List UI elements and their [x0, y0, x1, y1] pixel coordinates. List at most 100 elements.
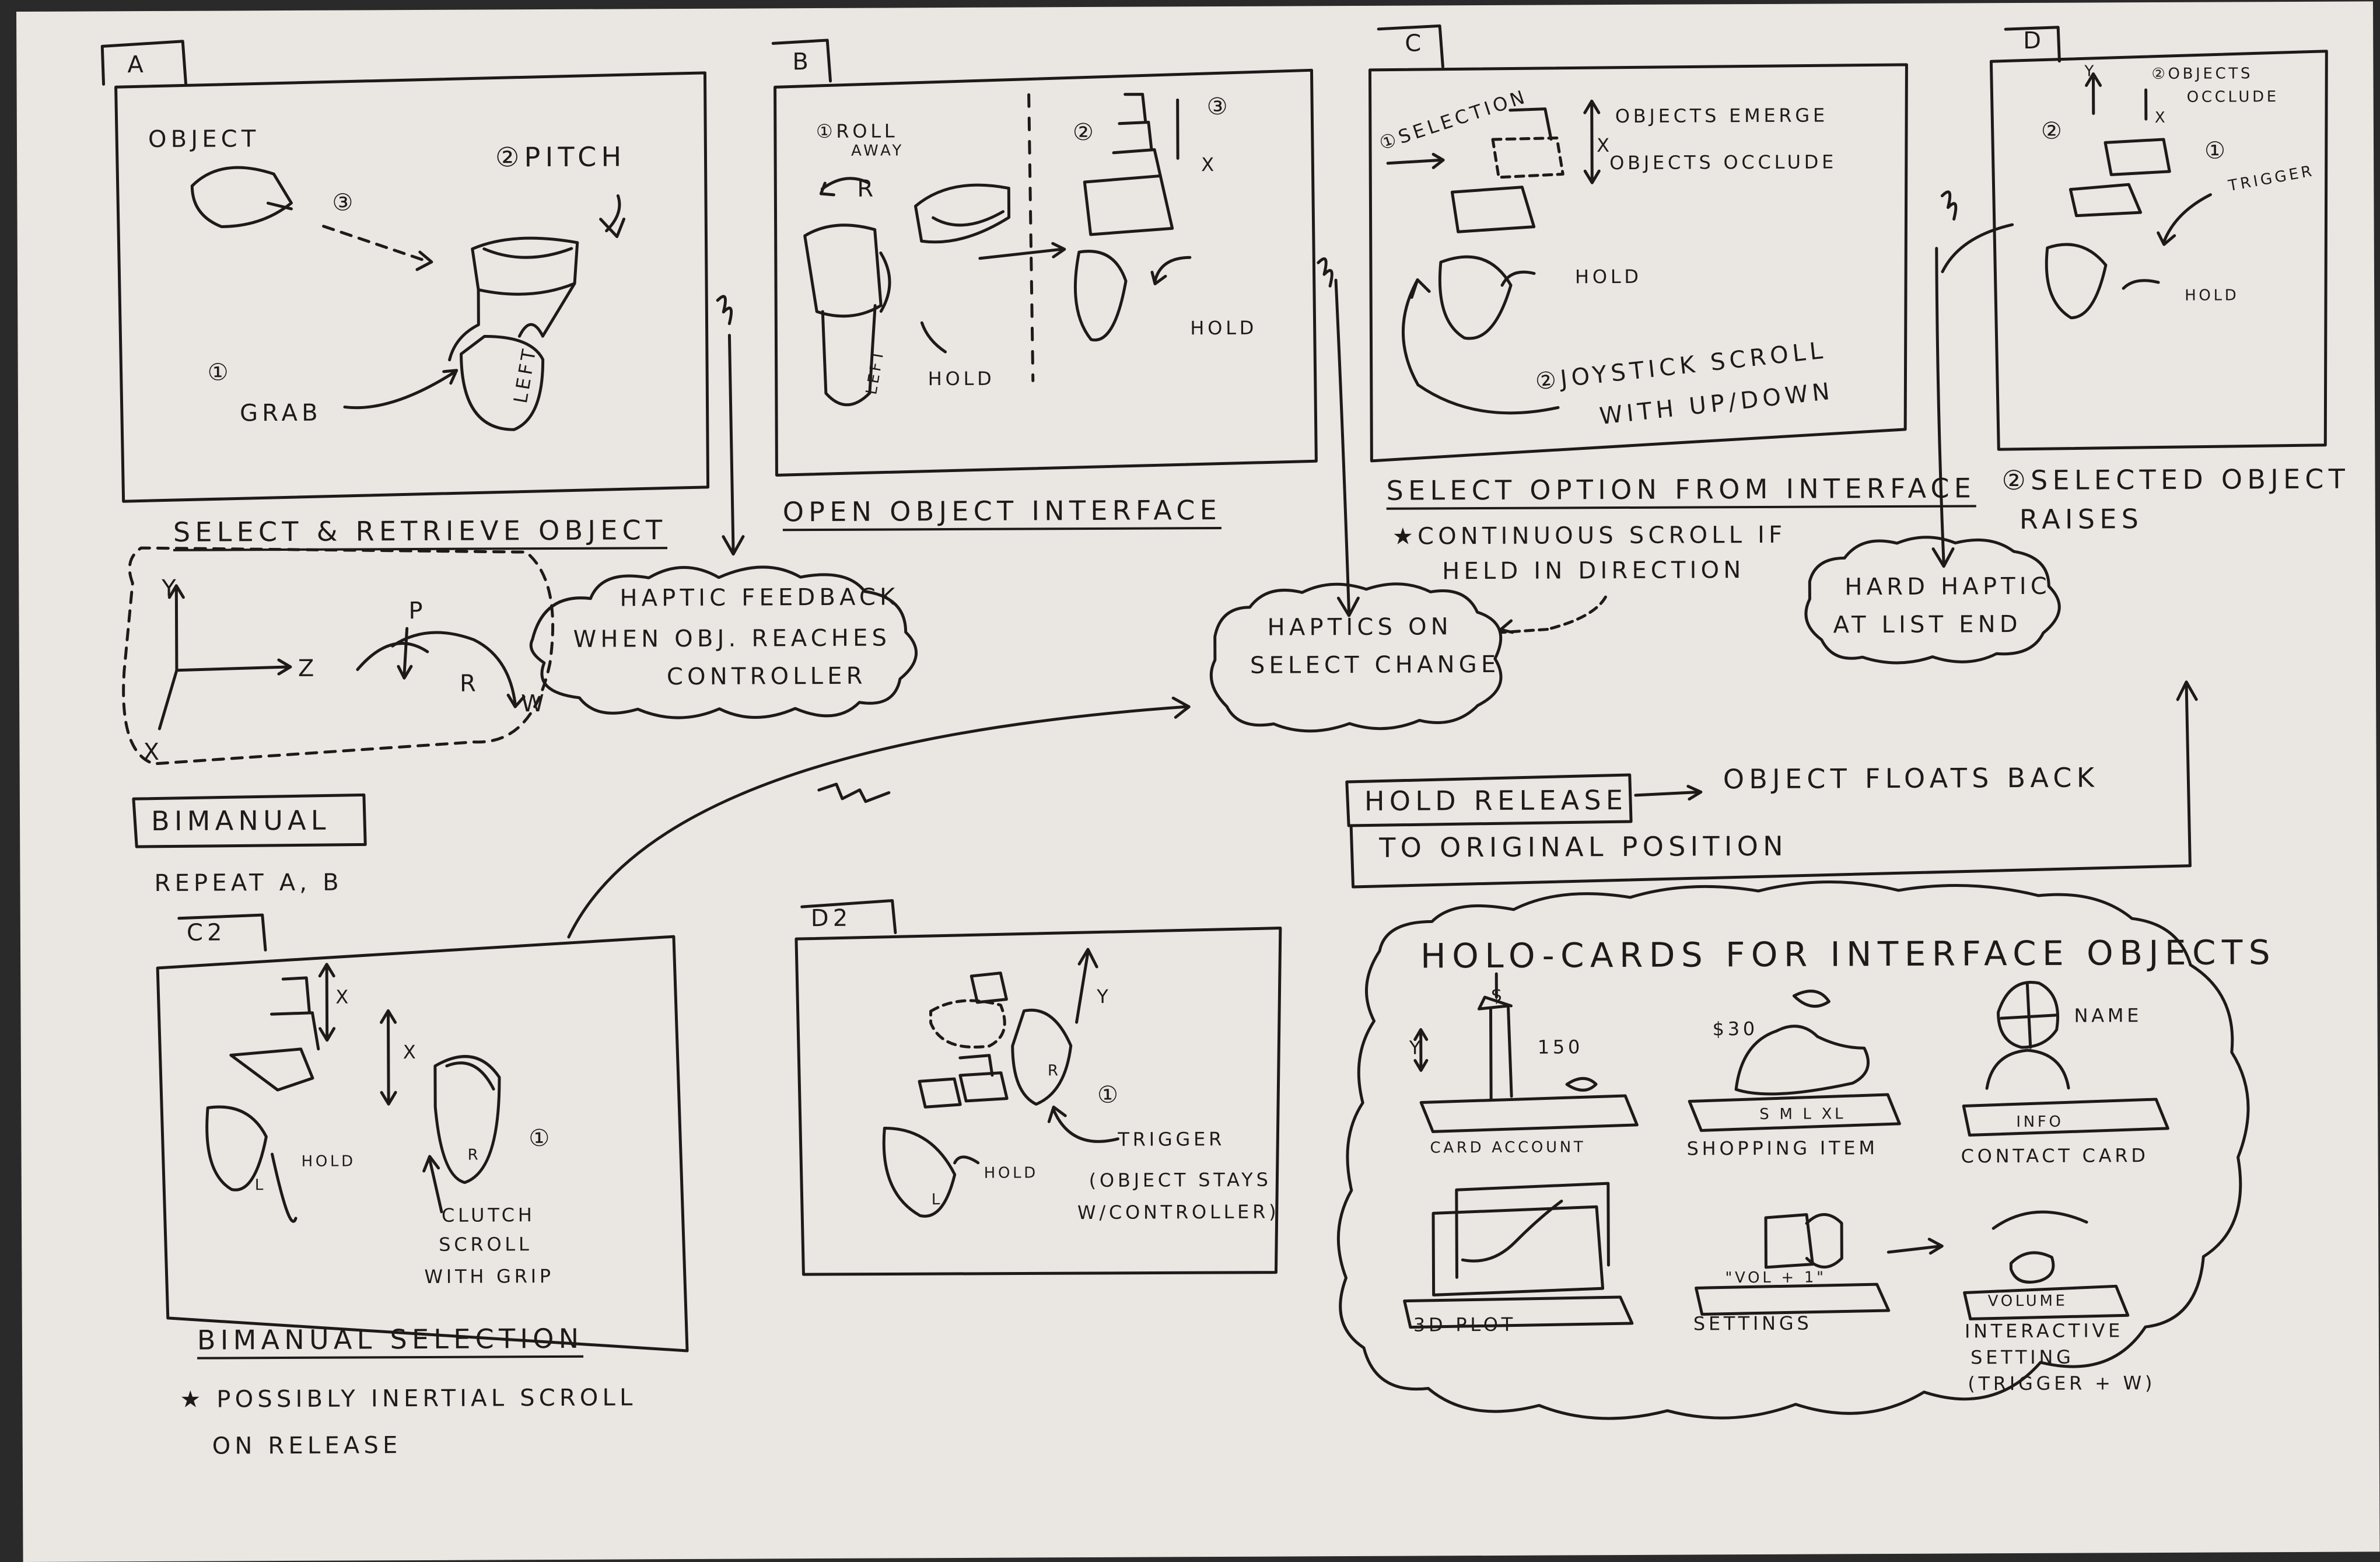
- card-contact-label: CONTACT CARD: [1961, 1144, 2149, 1168]
- card-account-label: CARD ACCOUNT: [1430, 1138, 1586, 1157]
- card-contact-note: NAME: [2074, 1004, 2143, 1027]
- hold-release-line1: OBJECT FLOATS BACK: [1723, 761, 2099, 795]
- label-d2-trigger: TRIGGER: [1118, 1127, 1226, 1151]
- label-hold-d: HOLD: [2185, 286, 2239, 305]
- card-settings-label: SETTINGS: [1693, 1312, 1812, 1335]
- label-c2-clutch1: CLUTCH: [441, 1204, 536, 1226]
- card-shopping-label: SHOPPING ITEM: [1686, 1137, 1878, 1160]
- panel-c2-drawings: [205, 963, 501, 1223]
- label-step2-d: ②: [2041, 117, 2067, 145]
- label-grab: GRAB: [239, 399, 322, 427]
- axes-legend: [122, 546, 555, 766]
- panel-c-footnote-1: ★CONTINUOUS SCROLL IF: [1392, 521, 1787, 550]
- label-c2-step1: ①: [528, 1124, 554, 1152]
- cloud-select-1: HAPTICS ON: [1267, 613, 1452, 641]
- cloud-haptic-1: HAPTIC FEEDBACK: [620, 583, 900, 612]
- label-hold-b1: HOLD: [928, 367, 995, 390]
- clouds: [529, 536, 2061, 733]
- panel-c2-footnote-2: ON RELEASE: [212, 1432, 402, 1460]
- label-d2-stays2: W/CONTROLLER): [1077, 1200, 1280, 1224]
- label-hold-c: HOLD: [1574, 265, 1642, 288]
- label-y-d: Y: [2084, 62, 2097, 81]
- label-roll: ①ROLL: [816, 120, 898, 143]
- label-c2-x2: X: [402, 1041, 419, 1064]
- panel-d-caption-2: RAISES: [2019, 503, 2144, 536]
- label-x-b: X: [1201, 153, 1217, 176]
- panel-c-caption: SELECT OPTION FROM INTERFACE: [1386, 472, 1976, 510]
- panel-d-frame: [1989, 26, 2328, 451]
- label-pitch: ②PITCH: [495, 141, 626, 173]
- panel-d2-drawings: [882, 948, 1119, 1218]
- label-step2-b: ②: [1072, 118, 1098, 146]
- bimanual-title: BIMANUAL: [150, 804, 331, 837]
- panel-d-tag: D: [2023, 27, 2046, 54]
- panel-c-frame: [1368, 24, 1908, 463]
- cloud-hard-1: HARD HAPTIC: [1845, 572, 2052, 601]
- label-c2-x1: X: [335, 986, 352, 1008]
- label-d2-hold: HOLD: [984, 1164, 1039, 1182]
- hold-release-frame: [1345, 680, 2198, 889]
- card-plot-label: 3D PLOT: [1413, 1313, 1517, 1336]
- label-occlude-d1: ②OBJECTS: [2151, 65, 2253, 83]
- panel-d2-tag: D2: [810, 904, 852, 932]
- sketch-paper: A OBJECT ②PITCH ③ ① GRAB LEFT SELECT & R…: [16, 1, 2380, 1562]
- hold-release-box: HOLD RELEASE: [1364, 784, 1628, 817]
- panel-c2-footnote-1: ★ POSSIBLY INERTIAL SCROLL: [180, 1384, 637, 1413]
- card-interactive-2: SETTING: [1971, 1346, 2074, 1369]
- panel-a-tag: A: [127, 51, 148, 79]
- label-d2-l: L: [931, 1191, 943, 1209]
- card-contact-info: INFO: [2016, 1113, 2064, 1131]
- label-x-d: X: [2154, 109, 2168, 127]
- panel-a-drawings: [190, 166, 626, 431]
- label-d2-y: Y: [1097, 985, 1112, 1008]
- label-d2-step1: ①: [1097, 1081, 1123, 1109]
- panel-d-drawings: [2045, 72, 2212, 320]
- label-c2-clutch2: SCROLL: [439, 1233, 533, 1256]
- bimanual-subtitle: REPEAT A, B: [154, 869, 343, 897]
- label-c2-l: L: [254, 1176, 267, 1194]
- panel-c2-caption: BIMANUAL SELECTION: [197, 1323, 584, 1360]
- panel-c-drawings: [1386, 99, 1601, 415]
- panel-b-frame: [771, 39, 1318, 477]
- label-object: OBJECT: [148, 125, 260, 153]
- label-step3-b: ③: [1206, 93, 1232, 121]
- hold-release-line2: TO ORIGINAL POSITION: [1379, 830, 1788, 864]
- label-hold-b2: HOLD: [1190, 316, 1258, 340]
- holo-cards-title: HOLO-CARDS FOR INTERFACE OBJECTS: [1420, 932, 2277, 976]
- label-c2-r: R: [467, 1146, 481, 1164]
- panel-c2-frame: [156, 913, 689, 1353]
- label-d2-stays1: (OBJECT STAYS: [1088, 1168, 1272, 1191]
- axis-x: X: [143, 738, 164, 766]
- label-c2-clutch3: WITH GRIP: [424, 1264, 555, 1288]
- holo-cards-cloud: [1336, 880, 2250, 1420]
- sketch-drawing: [100, 24, 2328, 1420]
- panel-a-frame: [100, 40, 710, 503]
- cloud-haptic-2: WHEN OBJ. REACHES: [573, 624, 891, 653]
- panel-c-tag: C: [1405, 30, 1426, 57]
- cloud-select-2: SELECT CHANGE: [1250, 651, 1500, 679]
- card-interactive-1: INTERACTIVE: [1964, 1319, 2124, 1343]
- cloud-hard-2: AT LIST END: [1833, 611, 2022, 639]
- panel-d2-frame: [794, 899, 1282, 1276]
- card-account-dollar: $: [1490, 983, 1506, 1006]
- label-d2-r: R: [1047, 1062, 1061, 1080]
- axis-w: W: [521, 690, 549, 718]
- label-step1-d: ①: [2204, 137, 2230, 165]
- haptic-squiggles: [567, 190, 2014, 939]
- card-shopping-note: $30: [1712, 1017, 1759, 1040]
- panel-a-caption: SELECT & RETRIEVE OBJECT: [173, 514, 667, 551]
- cloud-haptic-3: CONTROLLER: [666, 662, 867, 691]
- axis-y: Y: [162, 575, 181, 602]
- label-x-c: X: [1596, 134, 1613, 157]
- label-c2-hold: HOLD: [301, 1152, 356, 1170]
- label-step1: ①: [207, 359, 233, 386]
- label-occlude-c: OBJECTS OCCLUDE: [1609, 151, 1838, 174]
- label-emerge: OBJECTS EMERGE: [1615, 104, 1828, 128]
- panel-d-caption-1: ②SELECTED OBJECT: [2001, 463, 2350, 497]
- card-volume-label: VOLUME: [1987, 1292, 2068, 1311]
- bimanual-box: [132, 793, 367, 848]
- card-account-note: 150: [1537, 1036, 1584, 1058]
- label-step3: ③: [332, 189, 358, 216]
- label-away: AWAY: [850, 142, 905, 160]
- panel-c-footnote-2: HELD IN DIRECTION: [1442, 557, 1745, 585]
